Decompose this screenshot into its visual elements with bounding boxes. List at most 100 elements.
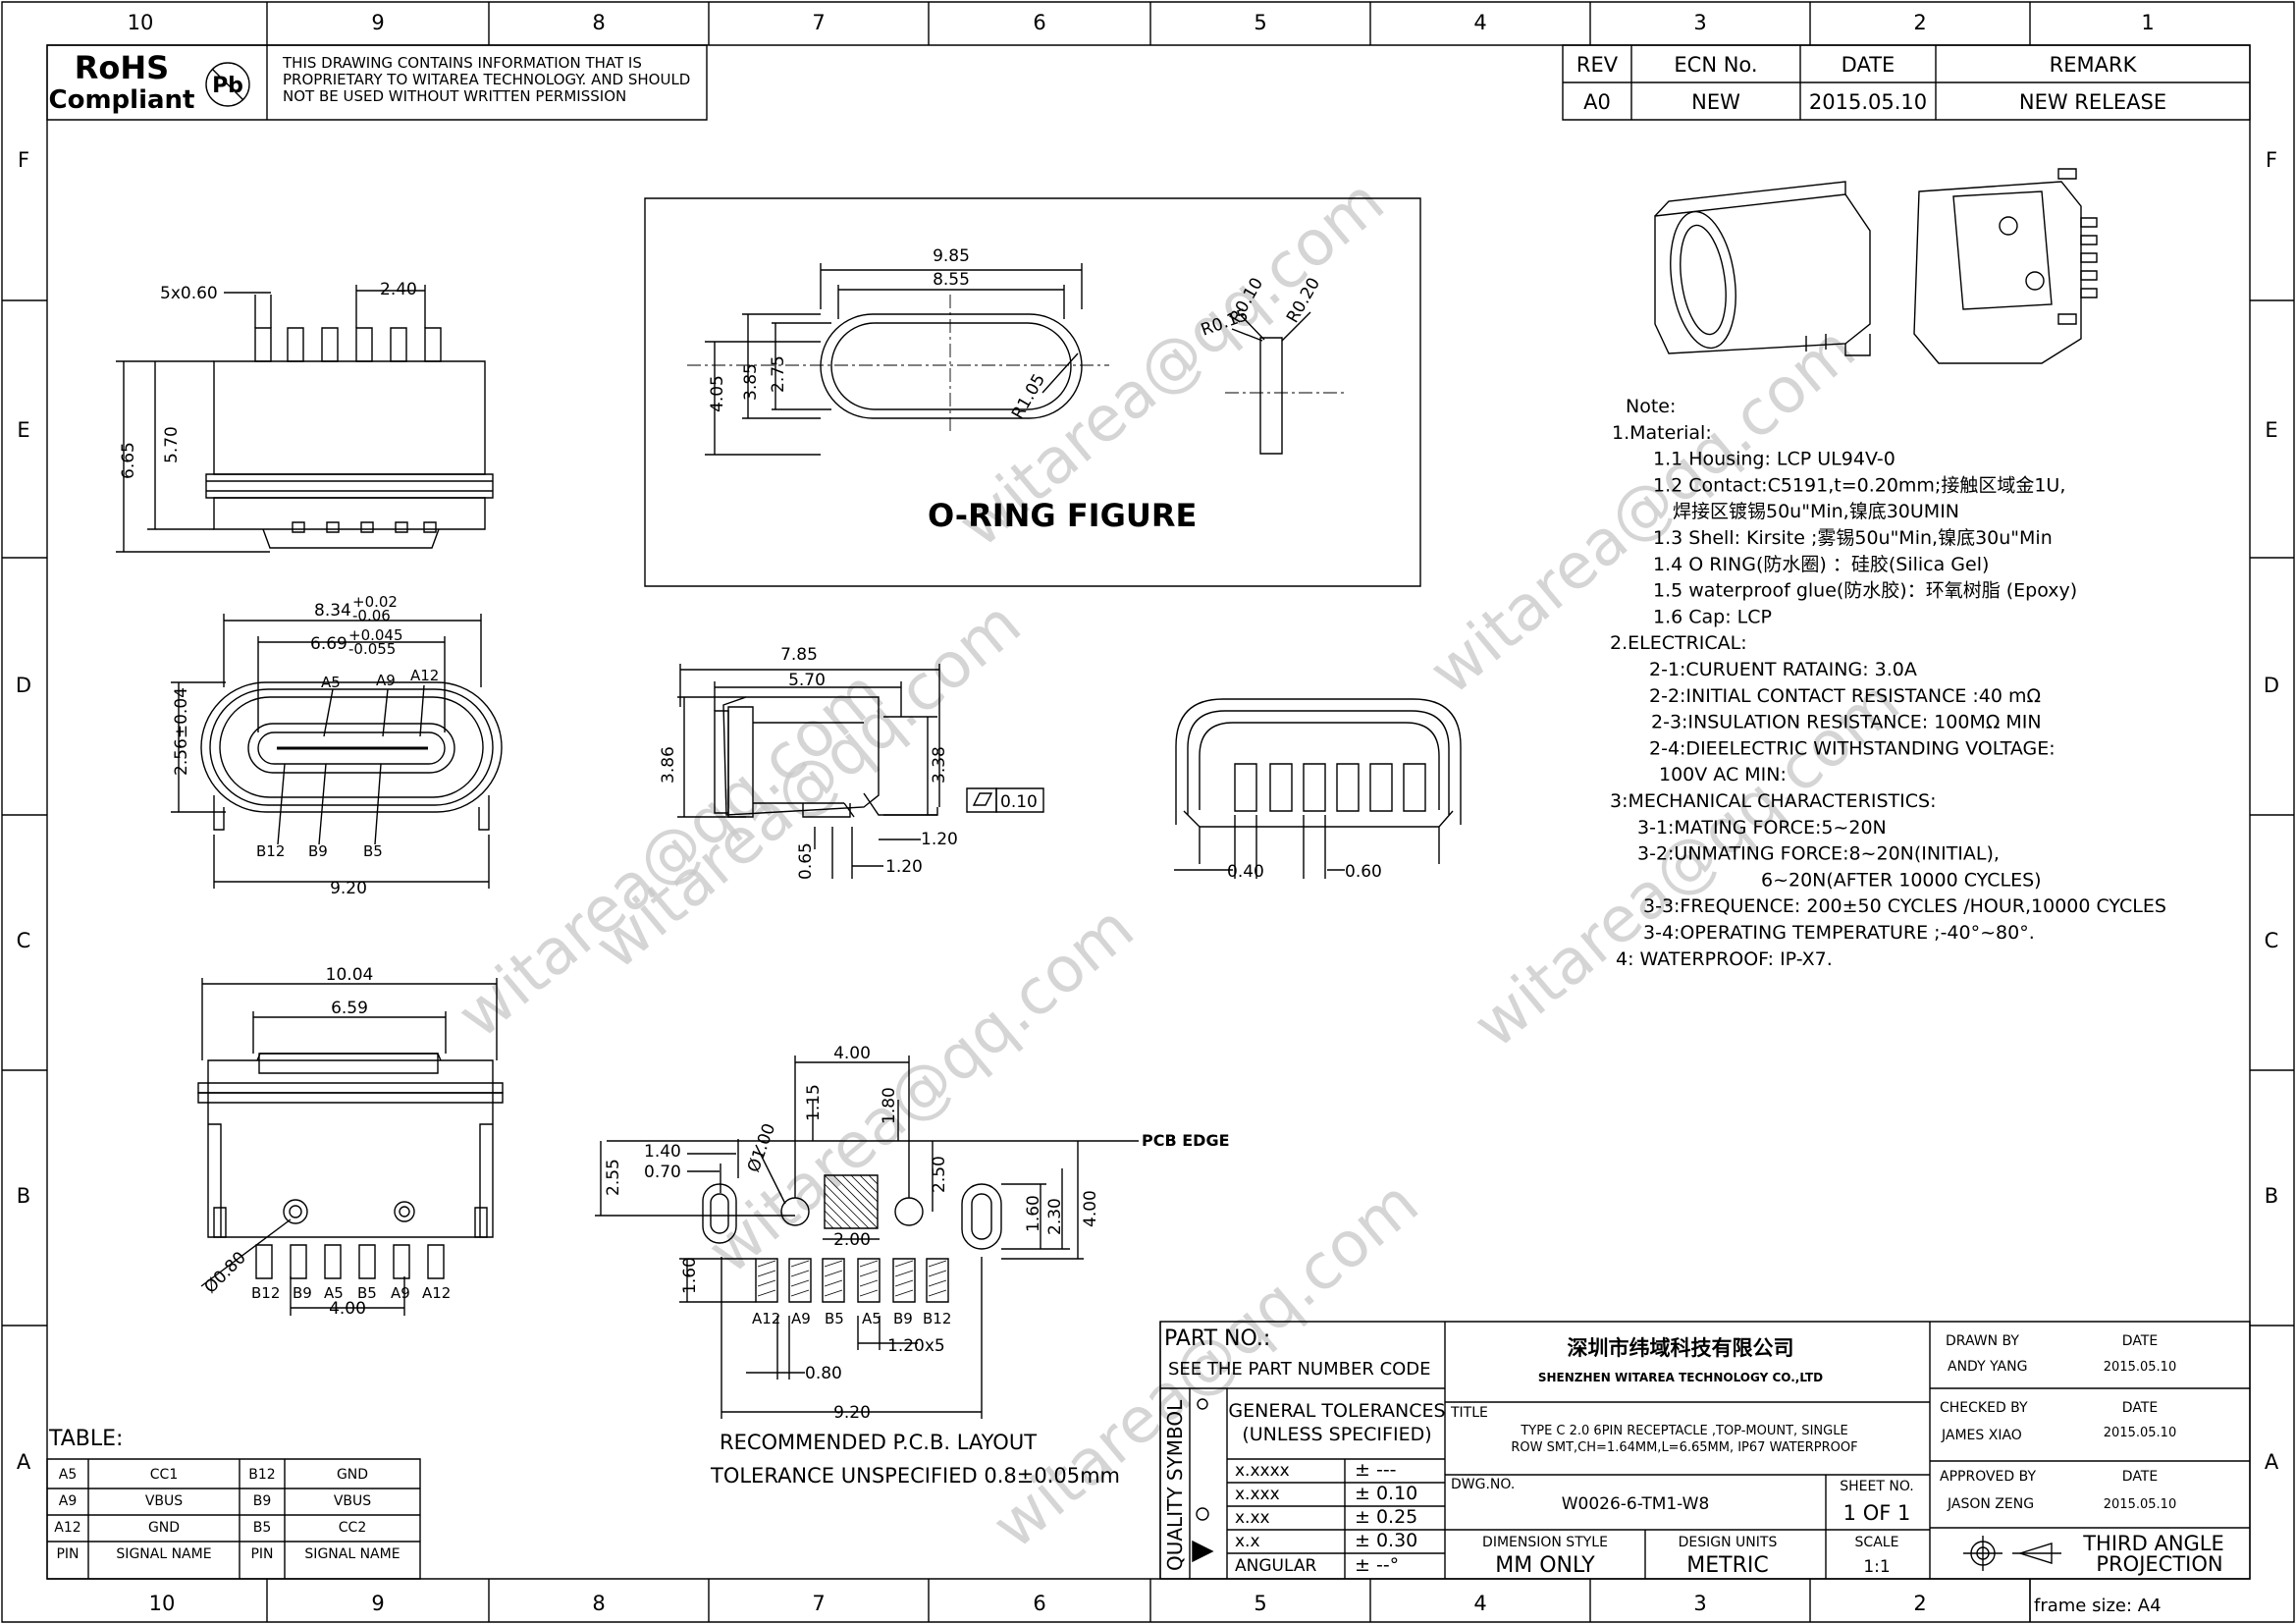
- svg-text:A12: A12: [410, 667, 439, 684]
- svg-text:2.00: 2.00: [833, 1230, 871, 1250]
- svg-text:5x0.60: 5x0.60: [160, 284, 218, 303]
- svg-text:6.69: 6.69: [310, 634, 347, 654]
- svg-text:1.20x5: 1.20x5: [887, 1336, 945, 1356]
- svg-text:3.85: 3.85: [741, 363, 761, 401]
- svg-text:2.50: 2.50: [930, 1156, 949, 1193]
- svg-text:A: A: [2265, 1450, 2279, 1474]
- svg-text:5: 5: [1254, 1592, 1266, 1615]
- note-line: 1.5 waterproof glue(防水胶)：环氧树脂 (Epoxy): [1653, 580, 2077, 602]
- svg-text:1.60: 1.60: [680, 1257, 700, 1294]
- note-line: 1.3 Shell: Kirsite ;雾锡50u"Min,镍底30u"Min: [1653, 527, 2053, 549]
- svg-text:DATE: DATE: [1842, 53, 1896, 77]
- iso-view-right: [1914, 169, 2097, 363]
- svg-text:0.70: 0.70: [644, 1163, 681, 1182]
- svg-text:DATE: DATE: [2122, 1400, 2158, 1416]
- svg-text:E: E: [2265, 418, 2277, 442]
- svg-text:CHECKED BY: CHECKED BY: [1940, 1400, 2028, 1416]
- svg-text:8: 8: [592, 1592, 605, 1615]
- rear-view: 0.40 0.60: [1174, 699, 1461, 882]
- svg-text:0.10: 0.10: [1000, 792, 1038, 812]
- svg-text:TITLE: TITLE: [1450, 1405, 1488, 1421]
- svg-text:9: 9: [371, 1592, 384, 1615]
- rohs-subtitle: Compliant: [49, 85, 195, 115]
- note-line: 3-1:MATING FORCE:5~20N: [1637, 817, 1887, 839]
- part-title-line-1: TYPE C 2.0 6PIN RECEPTACLE ,TOP-MOUNT, S…: [1520, 1424, 1847, 1438]
- svg-text:4: 4: [1473, 1592, 1486, 1615]
- svg-text:THIRD ANGLE: THIRD ANGLE: [2082, 1532, 2224, 1555]
- note-line: 1.1 Housing: LCP UL94V-0: [1653, 449, 1896, 470]
- notice-line-3: NOT BE USED WITHOUT WRITTEN PERMISSION: [283, 87, 626, 105]
- svg-text:7: 7: [812, 11, 825, 34]
- svg-text:x.xx: x.xx: [1235, 1508, 1270, 1528]
- frame-size: frame size: A4: [2034, 1596, 2162, 1616]
- table-cell: VBUS: [145, 1493, 183, 1509]
- note-line: 2-2:INITIAL CONTACT RESISTANCE :40 mΩ: [1649, 685, 2041, 707]
- svg-text:NEW: NEW: [1691, 90, 1740, 114]
- table-cell: GND: [148, 1520, 180, 1536]
- svg-text:B12: B12: [923, 1310, 951, 1327]
- svg-text:8.55: 8.55: [933, 270, 970, 290]
- svg-text:1 OF 1: 1 OF 1: [1843, 1501, 1911, 1525]
- svg-text:1:1: 1:1: [1863, 1557, 1890, 1577]
- svg-text:ANGULAR: ANGULAR: [1235, 1556, 1316, 1576]
- svg-text:4.00: 4.00: [1081, 1190, 1100, 1227]
- iso-view-left: [1655, 182, 1870, 355]
- svg-text:8.34: 8.34: [314, 601, 351, 621]
- note-line: 4: WATERPROOF: IP-X7.: [1616, 948, 1833, 970]
- svg-text:1.60: 1.60: [1024, 1195, 1043, 1232]
- svg-text:10: 10: [149, 1592, 176, 1615]
- table-cell: PIN: [250, 1546, 273, 1562]
- svg-text:x.x: x.x: [1235, 1532, 1260, 1551]
- svg-text:± --°: ± --°: [1355, 1554, 1399, 1576]
- svg-text:NEW RELEASE: NEW RELEASE: [2019, 90, 2166, 114]
- svg-text:3: 3: [1693, 1592, 1706, 1615]
- note-line: 3-3:FREQUENCE: 200±50 CYCLES /HOUR,10000…: [1643, 895, 2166, 917]
- svg-text:1.15: 1.15: [804, 1084, 824, 1121]
- note-line: 2-3:INSULATION RESISTANCE: 100MΩ MIN: [1651, 712, 2042, 733]
- svg-text:5: 5: [1254, 11, 1266, 34]
- table-cell: SIGNAL NAME: [304, 1546, 400, 1562]
- svg-text:A9: A9: [376, 672, 396, 689]
- company-name-cn: 深圳市纬域科技有限公司: [1568, 1336, 1794, 1360]
- note-line: 3:MECHANICAL CHARACTERISTICS:: [1610, 790, 1936, 812]
- table-cell: A9: [59, 1493, 77, 1509]
- svg-text:2.75: 2.75: [769, 355, 788, 393]
- rohs-box: RoHS Compliant Pb THIS DRAWING CONTAINS …: [47, 45, 707, 120]
- svg-text:B12: B12: [256, 842, 285, 860]
- svg-text:JASON ZENG: JASON ZENG: [1947, 1496, 2034, 1512]
- svg-text:A12: A12: [422, 1284, 451, 1302]
- svg-text:9.20: 9.20: [833, 1403, 871, 1423]
- bottom-view: 10.04 6.59 Ø0.80 4.00 B12 B9 A5 B5 A9 A1…: [198, 965, 503, 1319]
- svg-text:8: 8: [592, 11, 605, 34]
- svg-text:2.56±0.04: 2.56±0.04: [172, 687, 191, 776]
- svg-text:± 0.25: ± 0.25: [1355, 1506, 1417, 1528]
- svg-text:5.70: 5.70: [788, 671, 826, 690]
- svg-text:9.20: 9.20: [330, 879, 367, 898]
- svg-text:-0.055: -0.055: [348, 640, 396, 658]
- table-cell: SIGNAL NAME: [116, 1546, 211, 1562]
- svg-text:SHEET NO.: SHEET NO.: [1840, 1479, 1913, 1494]
- svg-text:F: F: [2266, 148, 2277, 172]
- svg-text:6.59: 6.59: [331, 999, 368, 1018]
- svg-text:0.40: 0.40: [1227, 862, 1264, 882]
- svg-text:B9: B9: [308, 842, 328, 860]
- svg-text:QUALITY SYMBOL: QUALITY SYMBOL: [1163, 1399, 1187, 1571]
- svg-text:F: F: [18, 148, 29, 172]
- table-cell: CC1: [150, 1467, 178, 1483]
- note-line: 100V AC MIN:: [1659, 764, 1787, 785]
- svg-text:SEE THE PART NUMBER CODE: SEE THE PART NUMBER CODE: [1168, 1359, 1431, 1380]
- svg-text:2015.05.10: 2015.05.10: [2104, 1497, 2176, 1512]
- notes: Note:1.Material:1.1 Housing: LCP UL94V-0…: [1610, 396, 2166, 970]
- svg-text:A: A: [17, 1450, 31, 1474]
- svg-text:DIMENSION STYLE: DIMENSION STYLE: [1482, 1535, 1608, 1550]
- svg-text:-0.06: -0.06: [352, 607, 391, 624]
- svg-text:A0: A0: [1583, 90, 1611, 114]
- svg-text:ECN No.: ECN No.: [1674, 53, 1757, 77]
- table-cell: B12: [248, 1467, 275, 1483]
- svg-text:6: 6: [1033, 1592, 1045, 1615]
- svg-text:1.40: 1.40: [644, 1142, 681, 1162]
- revision-block: REV ECN No. DATE REMARK A0 NEW 2015.05.1…: [1563, 45, 2250, 120]
- svg-text:2.30: 2.30: [1045, 1198, 1065, 1235]
